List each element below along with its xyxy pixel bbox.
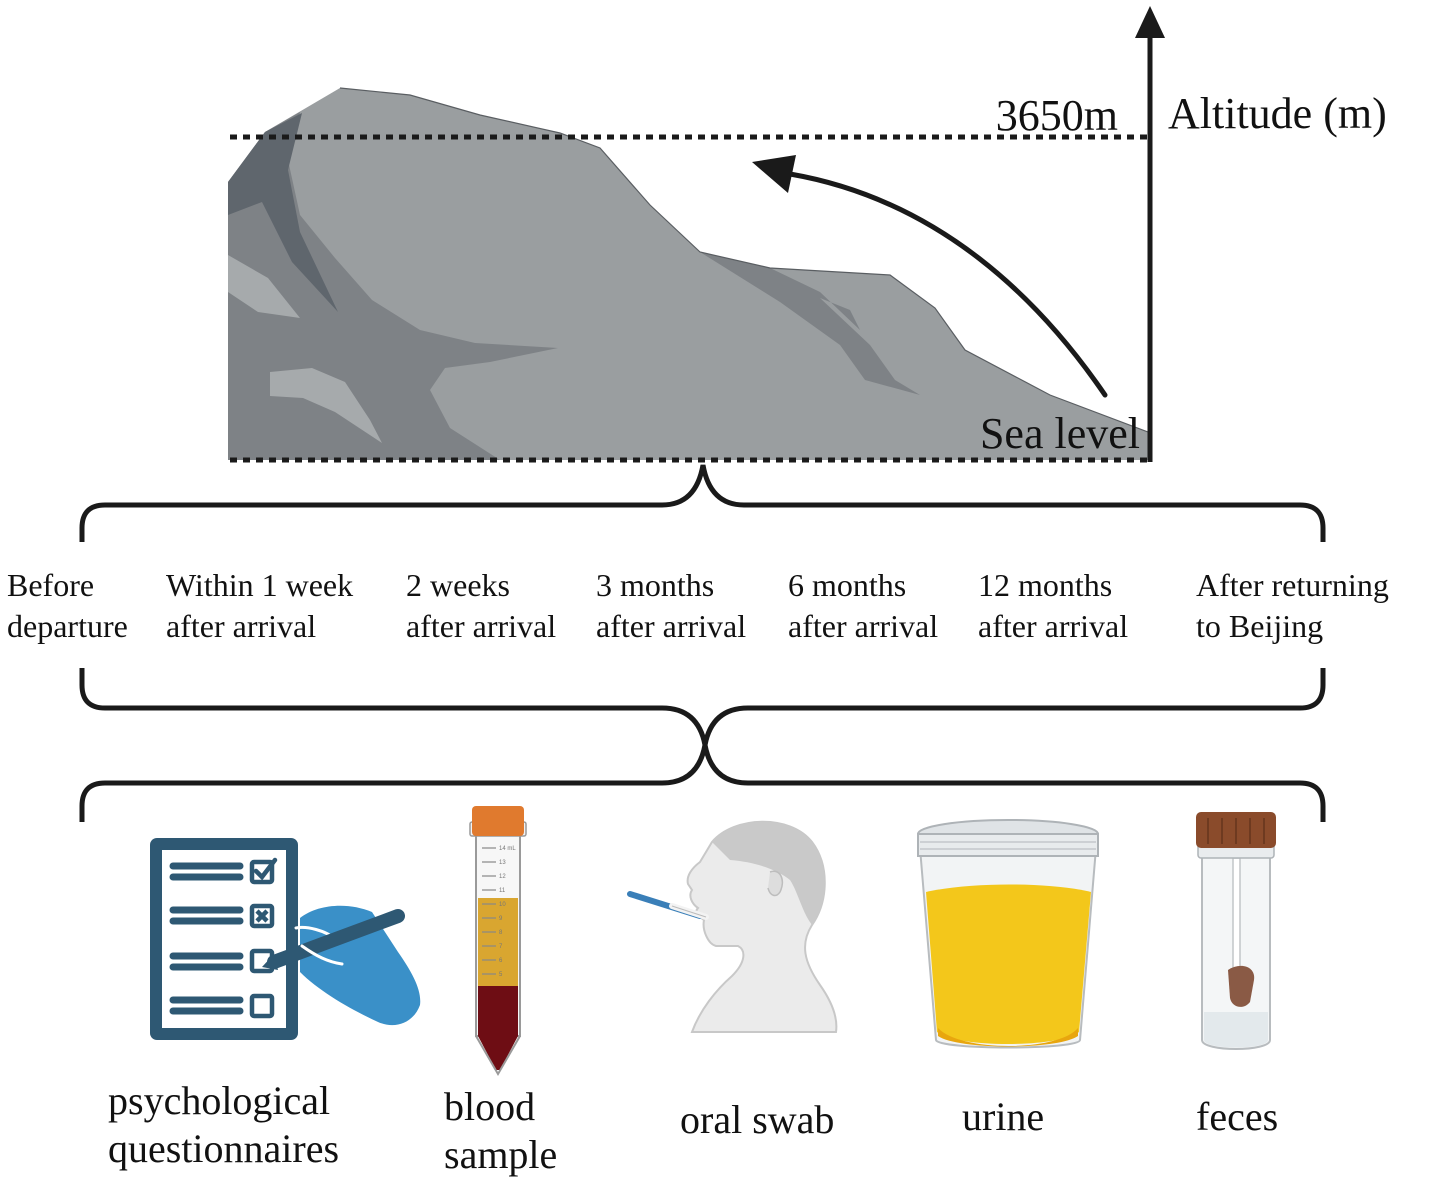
timepoint-2-weeks: 2 weeks after arrival [406,567,556,644]
lower-brace [79,744,1326,822]
feces-tube-icon [1196,812,1276,1050]
writing-hand-icon [262,905,421,1026]
tube-tick-label: 10 [499,902,506,908]
tube-tick-label: 6 [499,958,503,964]
tube-tick-label: 8 [499,930,503,936]
urine-cup-icon [917,819,1099,1049]
sample-label-oral-swab: oral swab [680,1097,834,1142]
timepoint-after-returning: After returning to Beijing [1196,567,1397,644]
questionnaire-clipboard-icon [150,838,421,1040]
altitude-axis-label: Altitude (m) [1168,89,1387,138]
sample-label-urine: urine [962,1094,1044,1139]
oral-swab-icon [627,820,838,1033]
tube-tick-label: 14 mL [499,846,516,852]
blood-tube-icon: 14 mL 13 12 11 10 9 8 7 6 5 [469,806,527,1076]
mountain-illustration [228,87,1149,460]
tube-tick-label: 9 [499,916,503,922]
ascent-arrow [752,155,1108,398]
timepoint-within-1-week: Within 1 week after arrival [166,567,361,644]
timepoint-3-months: 3 months after arrival [596,567,746,644]
tube-tick-label: 5 [499,972,503,978]
timepoint-list: Before departure Within 1 week after arr… [7,567,1397,644]
sample-label-psychological-questionnaires: psychological questionnaires [108,1078,340,1171]
sample-label-feces: feces [1196,1094,1278,1139]
sample-label-blood-sample: blood sample [444,1084,557,1177]
timepoint-12-months: 12 months after arrival [978,567,1128,644]
altitude-axis [1135,6,1165,462]
upper-brace [79,464,1326,542]
altitude-top-label: 3650m [996,91,1118,140]
timepoint-6-months: 6 months after arrival [788,567,938,644]
tube-tick-label: 11 [499,888,506,894]
middle-brace [79,668,1326,746]
tube-tick-label: 12 [499,874,506,880]
sea-level-label: Sea level [980,409,1140,458]
timepoint-before-departure: Before departure [7,567,128,644]
tube-tick-label: 7 [499,944,503,950]
tube-tick-label: 13 [499,860,506,866]
